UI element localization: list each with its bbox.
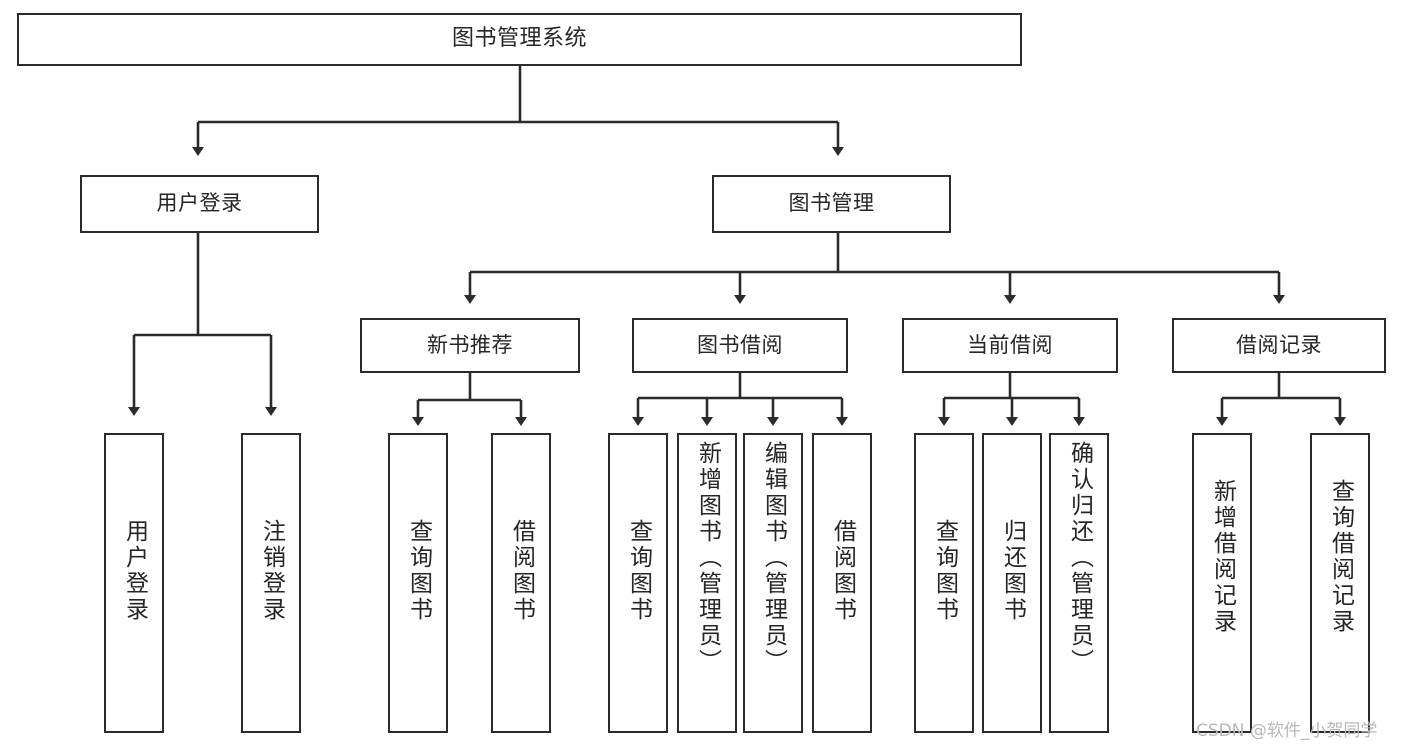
node-label: 借阅记录 xyxy=(1236,332,1322,357)
node-borrow-record[interactable]: 借阅记录 xyxy=(1172,318,1386,373)
leaf-user-login-login[interactable]: 用户登录 xyxy=(104,433,164,733)
node-book-borrow[interactable]: 图书借阅 xyxy=(632,318,848,373)
node-book-management[interactable]: 图书管理 xyxy=(712,175,951,233)
node-current-borrow[interactable]: 当前借阅 xyxy=(902,318,1118,373)
node-label: 查询图书 xyxy=(405,519,432,623)
node-label: 新书推荐 xyxy=(427,332,513,357)
leaf-new-book-borrow[interactable]: 借阅图书 xyxy=(491,433,551,733)
csdn-watermark: CSDN @软件_小贺同学 xyxy=(1196,721,1378,741)
node-new-book-recommend[interactable]: 新书推荐 xyxy=(360,318,580,373)
node-label: 当前借阅 xyxy=(967,332,1053,357)
node-label: 用户登录 xyxy=(156,191,243,216)
leaf-user-login-logout[interactable]: 注销登录 xyxy=(241,433,301,733)
node-label: 查询图书 xyxy=(625,519,652,623)
node-label: 用户登录 xyxy=(121,519,148,623)
leaf-borrow-record-query[interactable]: 查询借阅记录 xyxy=(1310,433,1370,733)
leaf-current-borrow-query[interactable]: 查询图书 xyxy=(914,433,974,733)
node-label: 注销登录 xyxy=(258,519,285,623)
node-label: 编辑图书（管理员） xyxy=(760,441,787,675)
node-label: 图书借阅 xyxy=(697,332,783,357)
leaf-borrow-record-add[interactable]: 新增借阅记录 xyxy=(1192,433,1252,733)
node-label: 借阅图书 xyxy=(508,519,535,623)
leaf-current-borrow-confirm-return[interactable]: 确认归还（管理员） xyxy=(1049,433,1109,733)
leaf-book-borrow-borrow[interactable]: 借阅图书 xyxy=(812,433,872,733)
leaf-book-borrow-query[interactable]: 查询图书 xyxy=(608,433,668,733)
node-user-login[interactable]: 用户登录 xyxy=(80,175,319,233)
leaf-new-book-query[interactable]: 查询图书 xyxy=(388,433,448,733)
node-root-system[interactable]: 图书管理系统 xyxy=(17,13,1022,66)
node-label: 归还图书 xyxy=(999,519,1026,623)
node-label: 新增借阅记录 xyxy=(1209,479,1236,635)
leaf-book-borrow-add[interactable]: 新增图书（管理员） xyxy=(677,433,737,733)
leaf-current-borrow-return[interactable]: 归还图书 xyxy=(982,433,1042,733)
leaf-book-borrow-edit[interactable]: 编辑图书（管理员） xyxy=(743,433,803,733)
node-label: 新增图书（管理员） xyxy=(694,441,721,675)
node-label: 确认归还（管理员） xyxy=(1066,441,1093,675)
node-label: 图书管理系统 xyxy=(451,26,587,52)
node-label: 查询借阅记录 xyxy=(1327,479,1354,635)
node-label: 借阅图书 xyxy=(829,519,856,623)
node-label: 查询图书 xyxy=(931,519,958,623)
node-label: 图书管理 xyxy=(788,191,875,216)
